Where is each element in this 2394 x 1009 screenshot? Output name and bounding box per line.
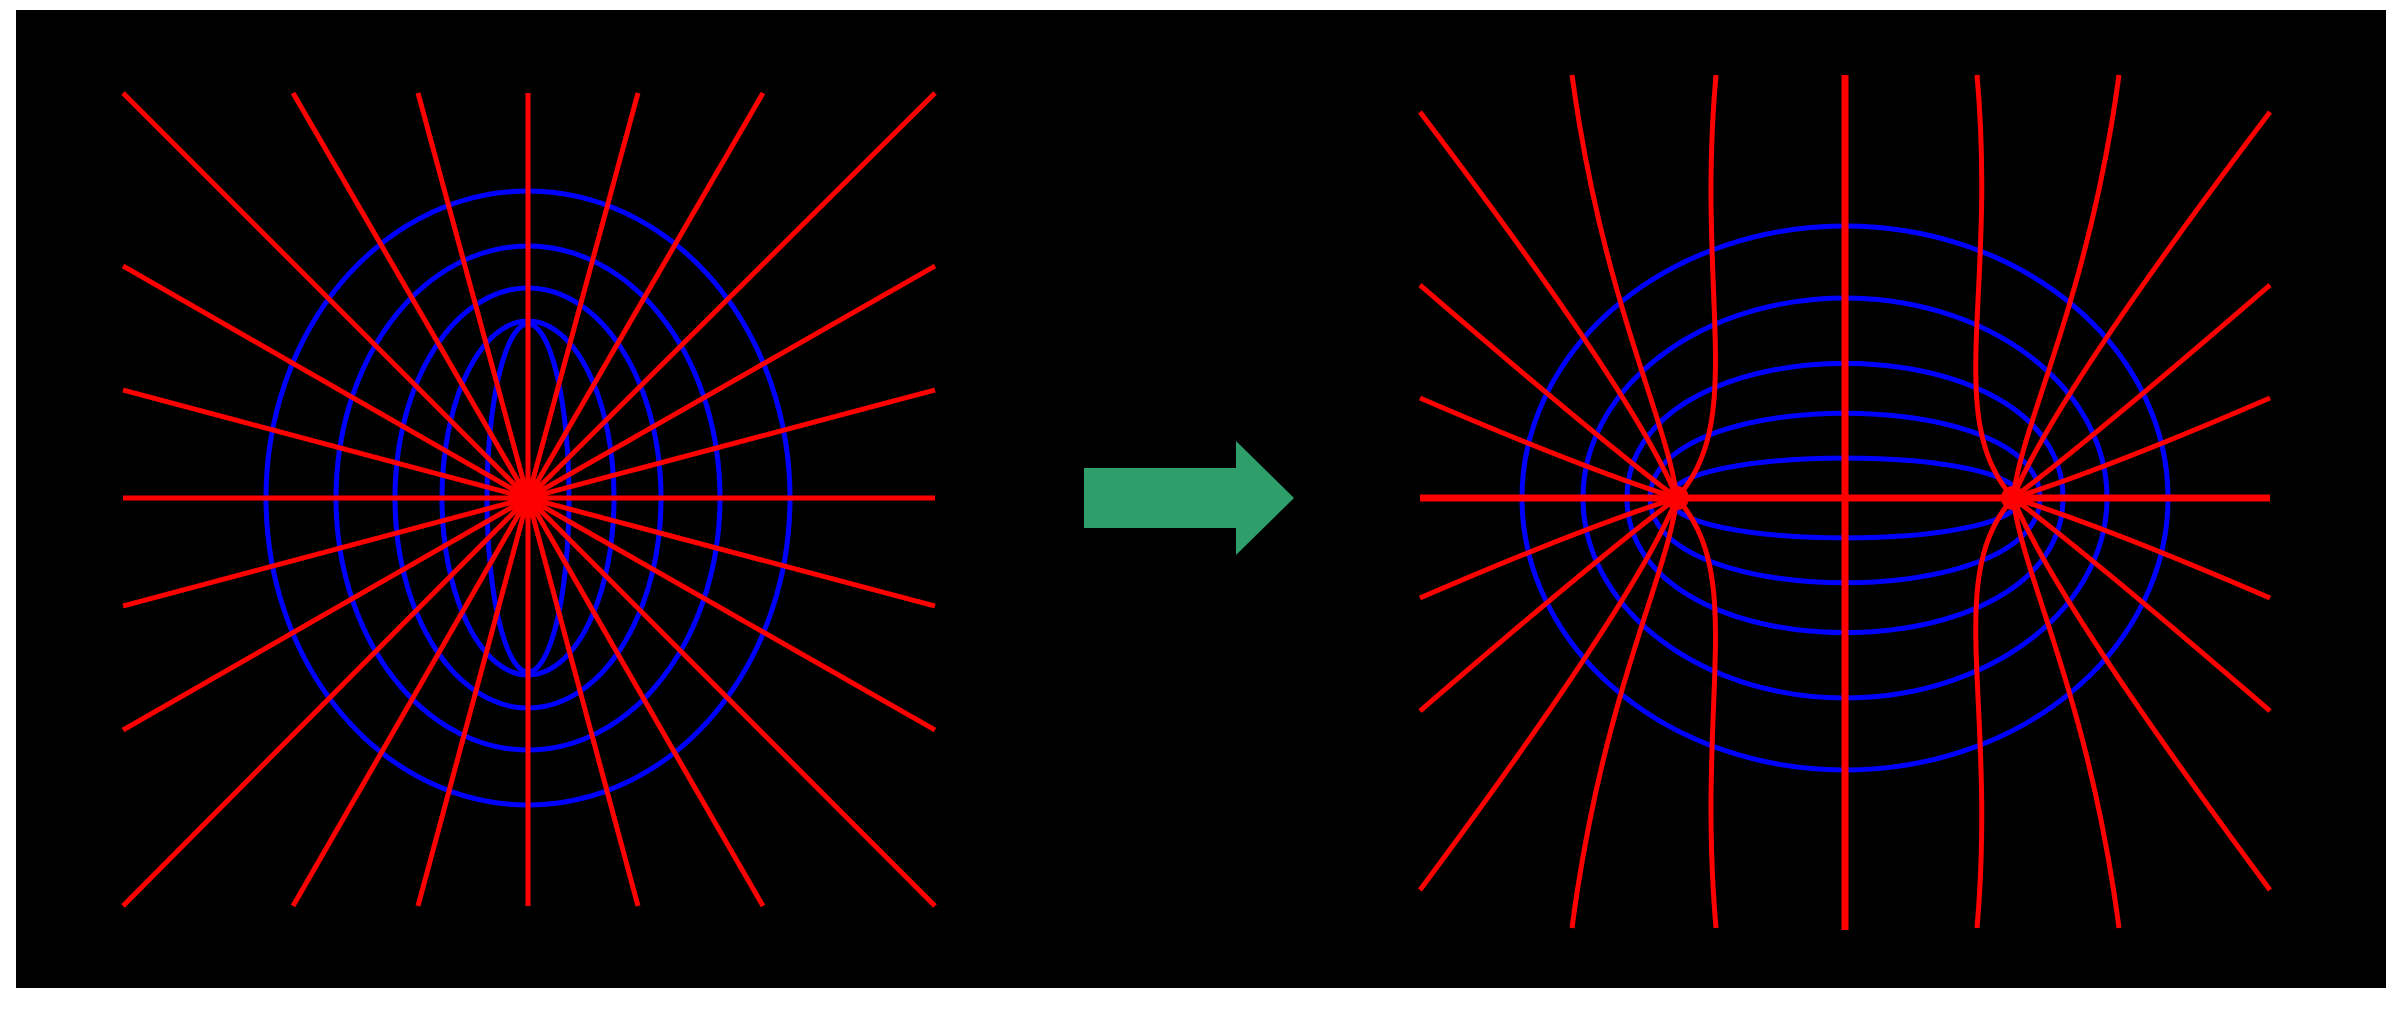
field-line	[121, 91, 530, 500]
field-line	[1417, 497, 1680, 892]
field-line	[2010, 74, 2122, 499]
field-line	[526, 496, 937, 908]
field-line	[525, 497, 641, 907]
field-line	[122, 387, 529, 501]
right-panel	[1417, 74, 2273, 930]
field-line	[290, 496, 531, 908]
field-line	[290, 91, 531, 500]
field-line	[1419, 395, 1678, 501]
field-line	[121, 495, 530, 733]
field-line	[2010, 110, 2272, 499]
field-line	[1675, 74, 1719, 500]
field-line	[1418, 110, 1680, 499]
left-point-source-dot	[1665, 486, 1689, 510]
right-arrow-icon	[1084, 441, 1294, 555]
field-line	[525, 91, 766, 500]
field-line	[2011, 283, 2272, 500]
field-line	[2010, 497, 2273, 892]
field-line	[1418, 496, 1679, 713]
field-line	[415, 92, 531, 499]
field-line	[526, 91, 937, 500]
field-line	[121, 263, 530, 501]
field-line	[1973, 496, 2015, 929]
field-line	[2011, 496, 2272, 713]
left-panel	[121, 91, 937, 908]
field-line	[2012, 495, 2271, 601]
left-field-lines	[121, 91, 937, 908]
field-line	[527, 495, 936, 609]
field-line	[1569, 74, 1680, 499]
point-source-dot	[512, 482, 544, 514]
field-line	[415, 497, 531, 907]
field-line	[525, 496, 766, 908]
field-line	[1418, 283, 1679, 500]
field-line	[1675, 496, 1719, 929]
field-line	[526, 263, 937, 501]
field-line	[1569, 497, 1680, 929]
field-line	[526, 495, 937, 733]
right-field-lines	[1417, 74, 2273, 930]
field-line	[1973, 74, 2015, 500]
right-point-source-dot	[2001, 486, 2025, 510]
field-line	[525, 92, 641, 499]
field-line	[121, 496, 530, 908]
field-line	[2010, 497, 2122, 929]
right-arrow-shape	[1084, 441, 1294, 555]
field-line	[122, 495, 529, 609]
field-line	[1419, 495, 1678, 601]
field-line	[2012, 395, 2271, 501]
field-line	[527, 387, 936, 501]
